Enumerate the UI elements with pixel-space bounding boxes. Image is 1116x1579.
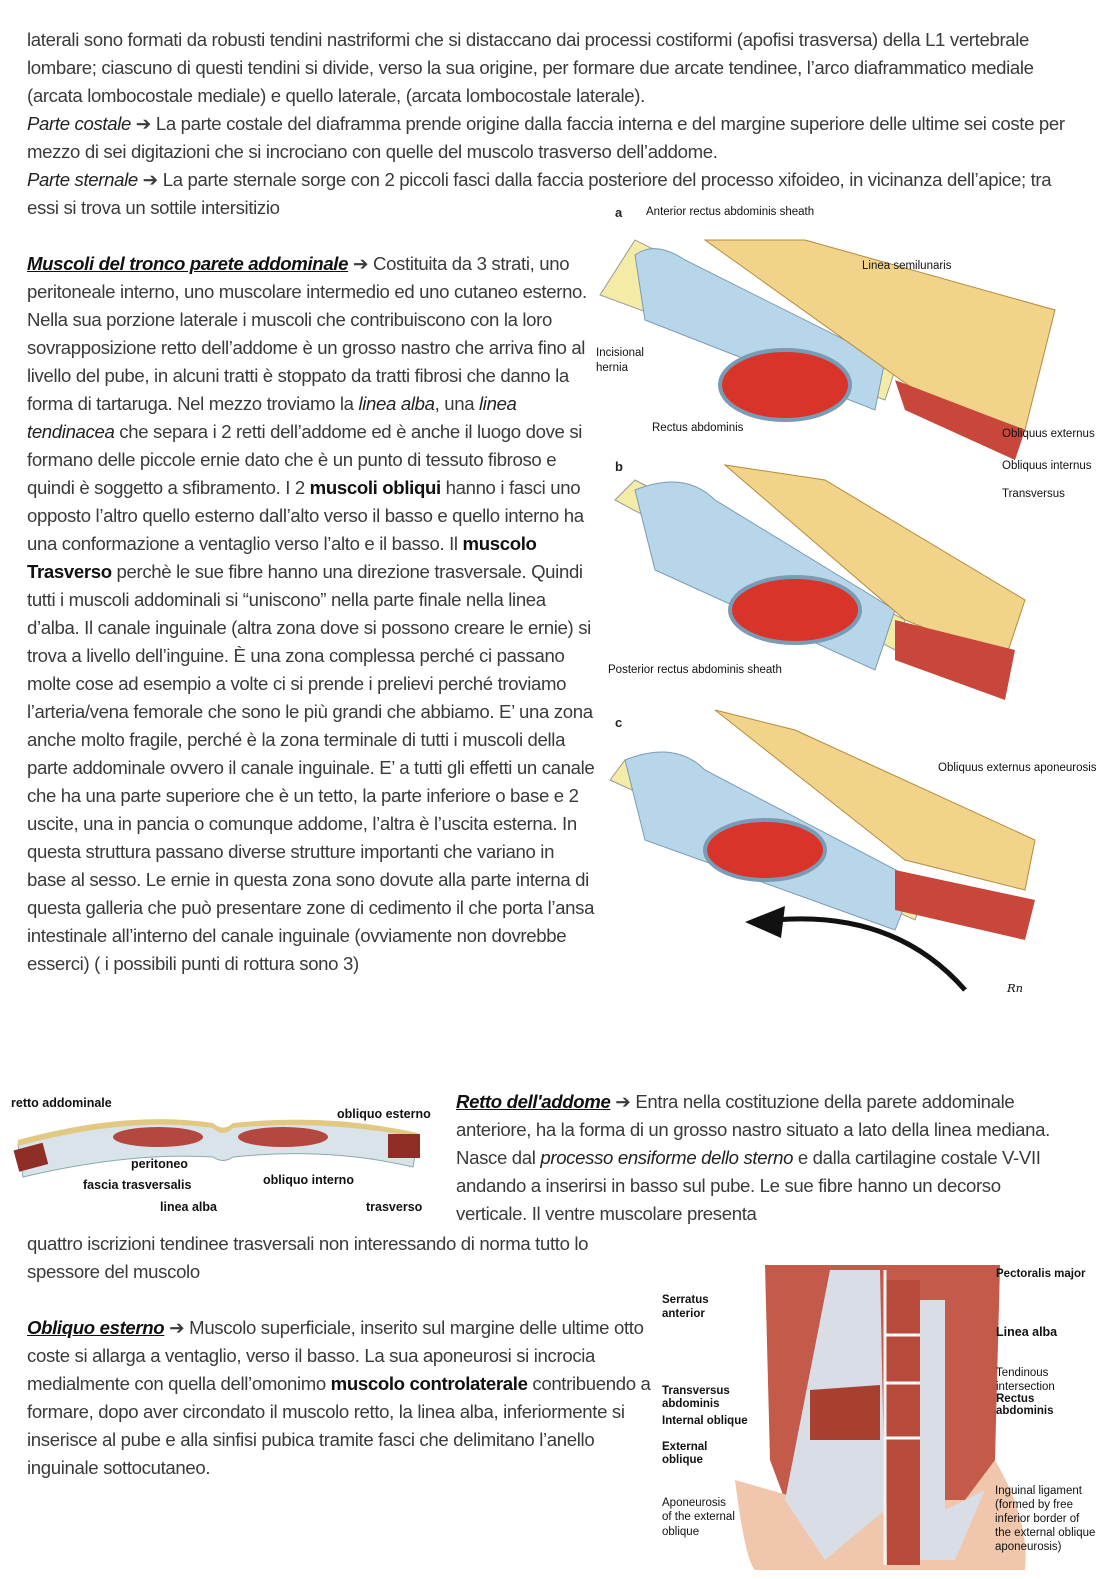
tronco-text: perchè le sue fibre hanno una direzione … — [27, 561, 595, 974]
linea-alba-label: linea alba — [160, 1200, 217, 1214]
tronco-paragraph: Muscoli del tronco parete addominale ➔ C… — [27, 250, 1071, 978]
muscoli-obliqui-term: muscoli obliqui — [309, 477, 441, 498]
arrow-curve — [774, 916, 967, 992]
retto-paragraph: Retto dell'addome ➔ Entra nella costituz… — [456, 1088, 1071, 1228]
external-oblique-label: oblique — [662, 1454, 703, 1466]
trasverso-label: trasverso — [366, 1200, 423, 1214]
inguinal-ligament-label: the external oblique — [995, 1527, 1096, 1539]
abdominal-wall-hernia-figure: a Anterior rectus abdominis sheath Linea… — [595, 200, 1116, 1005]
transversus-abdominis-label: Transversus — [662, 1385, 730, 1397]
obliquo-esterno-label: obliquo esterno — [337, 1107, 431, 1121]
abdominal-wall-section-figure: retto addominale obliquo esterno periton… — [8, 1092, 453, 1222]
inguinal-ligament-label: aponeurosis) — [995, 1541, 1062, 1553]
obliquo-text: contribuendo a formare, dopo aver circon… — [27, 1373, 651, 1478]
parte-costale-text: ➔ La parte costale del diaframma prende … — [27, 113, 1065, 162]
obliquus-externus-label: Obliquus externus — [1002, 428, 1095, 440]
external-oblique-label: External — [662, 1441, 708, 1453]
aponeurosis-label: Aponeurosis — [662, 1497, 726, 1509]
tendinous-intersection-label: intersection — [996, 1381, 1055, 1393]
muscolo-trasverso-term: muscolo Trasverso — [27, 533, 537, 582]
incisional-hernia-label: Incisional — [596, 347, 644, 359]
linea-alba-term: linea alba — [358, 393, 435, 414]
intro-paragraph: laterali sono formati da robusti tendini… — [27, 26, 1071, 110]
panel-b-drawing — [614, 464, 1026, 700]
arrow-head-icon — [745, 906, 785, 938]
tendinous-intersection-label: Tendinous — [996, 1367, 1049, 1379]
tronco-text: , una — [434, 393, 480, 414]
parte-sternale-label: Parte sternale — [27, 169, 138, 190]
retto-text: ➔ Entra nella costituzione della parete … — [456, 1091, 1050, 1168]
panel-b-label: b — [615, 459, 623, 474]
obliquo-heading: Obliquo esterno — [27, 1317, 165, 1338]
panel-c-label: c — [615, 715, 623, 730]
retto-text: quattro iscrizioni tendinee trasversali … — [27, 1233, 589, 1282]
obliquo-paragraph: Obliquo esterno ➔ Muscolo superficiale, … — [27, 1314, 652, 1482]
peritoneo-label: peritoneo — [131, 1157, 188, 1171]
retto-addominale-label: retto addominale — [11, 1096, 112, 1110]
obliquus-internus-label: Obliquus internus — [1002, 460, 1092, 472]
parte-sternale-text: ➔ La parte sternale sorge con 2 piccoli … — [27, 169, 1052, 218]
serratus-anterior-label: anterior — [662, 1308, 705, 1320]
transversus-label: Transversus — [1002, 488, 1065, 500]
hernia-illustration — [599, 239, 1056, 992]
aponeurosis-label: of the external — [662, 1511, 735, 1523]
illustrator-signature: Rn — [1007, 981, 1024, 995]
tronco-text: che separa i 2 retti dell’addome ed è an… — [27, 421, 583, 498]
retto-obliquo-section: quattro iscrizioni tendinee trasversali … — [27, 1230, 652, 1482]
inguinal-ligament-label: (formed by free — [995, 1499, 1073, 1511]
muscolo-controlaterale-term: muscolo controlaterale — [330, 1373, 528, 1394]
fascia-trasversalis-label: fascia trasversalis — [83, 1178, 192, 1192]
rectus-abdominis-label: Rectus abdominis — [652, 422, 744, 434]
tronco-text: ➔ Costituita da 3 strati, uno peritoneal… — [27, 253, 587, 414]
panel-a-drawing — [599, 239, 1056, 460]
internal-oblique-label: Internal oblique — [662, 1415, 748, 1427]
anterior-sheath-label: Anterior rectus abdominis sheath — [646, 206, 815, 218]
parte-sternale-paragraph: Parte sternale ➔ La parte sternale sorge… — [27, 166, 1071, 222]
incisional-hernia-label: hernia — [596, 362, 628, 374]
retto-heading: Retto dell'addome — [456, 1091, 611, 1112]
tronco-heading: Muscoli del tronco parete addominale — [27, 253, 349, 274]
retto-paragraph-continued: quattro iscrizioni tendinee trasversali … — [27, 1230, 652, 1286]
pectoralis-major-label: Pectoralis major — [996, 1268, 1086, 1280]
wall-section-illustration — [13, 1119, 420, 1178]
processo-ensiforme-term: processo ensiforme dello sterno — [540, 1147, 794, 1168]
rectus-abdominis-label: abdominis — [996, 1405, 1054, 1417]
linea-alba-label: Linea alba — [996, 1325, 1058, 1339]
panel-a-label: a — [615, 205, 623, 220]
parte-costale-label: Parte costale — [27, 113, 131, 134]
abdominal-muscles-illustration — [655, 1260, 1116, 1570]
serratus-anterior-label: Serratus — [662, 1294, 709, 1306]
linea-semilunaris-label: Linea semilunaris — [862, 260, 952, 272]
obliquo-text: ➔ Muscolo superficiale, inserito sul mar… — [27, 1317, 644, 1394]
obliquus-externus-aponeurosis-label: Obliquus externus aponeurosis — [938, 762, 1097, 774]
inguinal-ligament-label: inferior border of — [995, 1513, 1080, 1525]
inguinal-ligament-label: Inguinal ligament — [995, 1485, 1082, 1497]
rectus-abdominis-label: Rectus — [996, 1393, 1035, 1405]
retto-section: Retto dell'addome ➔ Entra nella costituz… — [456, 1088, 1071, 1228]
posterior-sheath-label: Posterior rectus abdominis sheath — [608, 664, 782, 676]
abdominal-muscles-anatomy-figure: Pectoralis major Serratus anterior Linea… — [655, 1260, 1116, 1570]
panel-c-drawing — [609, 709, 1036, 992]
linea-tendinacea-term: linea tendinacea — [27, 393, 517, 442]
aponeurosis-label: oblique — [662, 1526, 700, 1538]
intro-text: laterali sono formati da robusti tendini… — [27, 29, 1034, 106]
parte-costale-paragraph: Parte costale ➔ La parte costale del dia… — [27, 110, 1071, 166]
text-flow-top: laterali sono formati da robusti tendini… — [27, 26, 1071, 1000]
obliquo-interno-label: obliquo interno — [263, 1173, 354, 1187]
retto-text: e dalla cartilagine costale V-VII andand… — [456, 1147, 1041, 1224]
transversus-abdominis-label: abdominis — [662, 1398, 720, 1410]
tronco-text: hanno i fasci uno opposto l’altro quello… — [27, 477, 584, 554]
